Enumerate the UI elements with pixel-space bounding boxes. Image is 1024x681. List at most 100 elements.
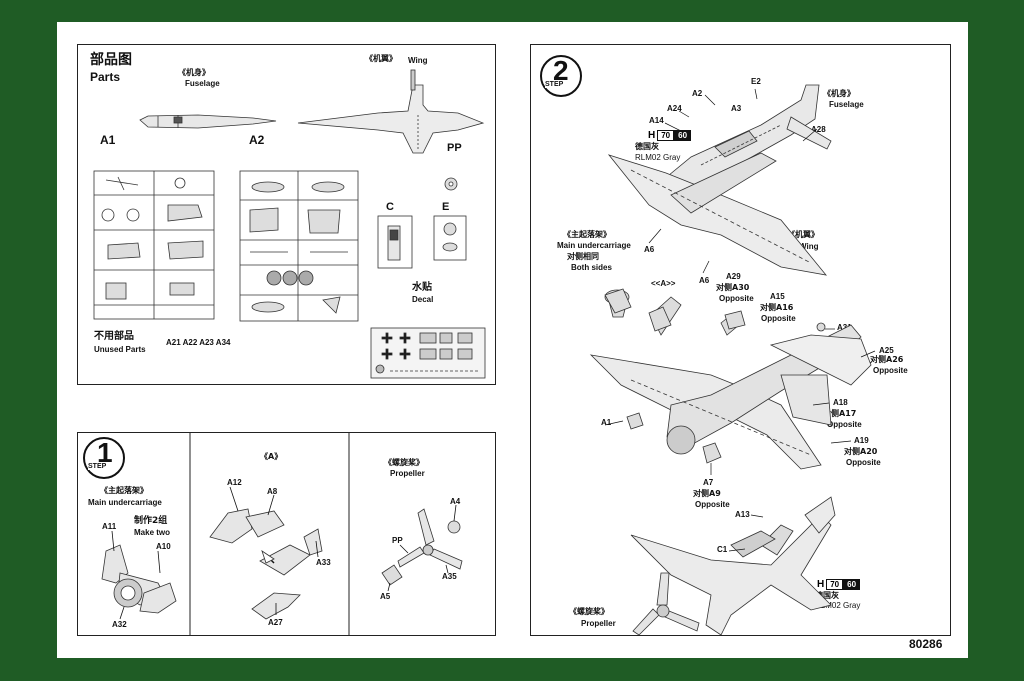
- fuselage-part-drawing: [139, 114, 277, 129]
- step1-number: 1: [97, 437, 113, 468]
- step1-badge: 1 STEP: [83, 437, 125, 479]
- main-assembly-drawing: [589, 324, 872, 470]
- step2-fuselage-cn: 《机身》: [823, 89, 855, 98]
- step2-color-en-top: RLM02 Gray: [635, 153, 681, 162]
- step2-label-a6-left: A6: [644, 245, 655, 254]
- step1-label-a11: A11: [102, 522, 117, 531]
- step2-undercarriage-en: Main undercarriage: [557, 241, 631, 250]
- step2-label-a28: A28: [811, 125, 826, 134]
- wing-part-drawing: [297, 69, 485, 154]
- fuselage-assembly-drawing: [662, 84, 832, 196]
- step2-opposite-a29: Opposite: [719, 294, 754, 303]
- step2-label-a2: A2: [692, 89, 703, 98]
- step1-label-a32: A32: [112, 620, 127, 629]
- step1-label-a10: A10: [156, 542, 171, 551]
- step2-both-sides-en: Both sides: [571, 263, 612, 272]
- color-n1: 70: [657, 130, 675, 141]
- step2-opposite-a15: Opposite: [761, 314, 796, 323]
- step2-label-a18: A18: [833, 398, 848, 407]
- step2-undercarriage-cn: 《主起落架》: [563, 230, 611, 239]
- step1-label-pp: PP: [392, 536, 403, 545]
- unused-label-en: Unused Parts: [94, 345, 146, 354]
- fuselage-label-en: Fuselage: [185, 79, 220, 88]
- step2-propeller-en: Propeller: [581, 619, 616, 628]
- step2-opposite-a25: Opposite: [873, 366, 908, 375]
- step2-label-a30-opp: 对侧A30: [716, 283, 750, 292]
- step1-make-two-en: Make two: [134, 528, 171, 537]
- color-n2: 60: [674, 130, 692, 141]
- step2-drawings: [589, 84, 876, 635]
- parts-title-en: Parts: [90, 70, 121, 84]
- step2-label-a6-right: A6: [699, 276, 710, 285]
- step2-label-e2: E2: [751, 77, 761, 86]
- footer-code: 80286: [909, 637, 943, 651]
- step2-label-a9-opp: 对侧A9: [693, 489, 721, 498]
- step2-label-a26-opp: 对侧A26: [870, 355, 904, 364]
- sub-a-drawing: [209, 486, 323, 620]
- step1-panel: 1 STEP 《主起落架》 Main undercarriage 制作2组 Ma…: [77, 432, 496, 636]
- step2-badge: 2 STEP: [540, 55, 582, 97]
- step1-dividers: [189, 433, 350, 635]
- step2-color-en-bottom: RLM02 Gray: [815, 601, 861, 610]
- unused-label-cn: 不用部品: [94, 331, 134, 342]
- parts-title-cn: 部品图: [90, 52, 132, 68]
- step2-label-a17-opp: 对侧A17: [823, 409, 857, 418]
- step1-label-a4: A4: [450, 497, 461, 506]
- step2-wing-en: Wing: [799, 242, 819, 251]
- step1-label-a35: A35: [442, 572, 457, 581]
- step2-label-a15: A15: [770, 292, 785, 301]
- step2-fuselage-en: Fuselage: [829, 100, 864, 109]
- wing-label-en: Wing: [408, 56, 428, 65]
- propeller-assembly-drawing: [632, 572, 700, 635]
- fuselage-label-cn: 《机身》: [178, 68, 210, 77]
- small-parts-step2: [604, 288, 826, 464]
- step1-undercarriage-en: Main undercarriage: [88, 498, 162, 507]
- step2-label-a13: A13: [735, 510, 750, 519]
- step2-label-a16-opp: 对侧A16: [760, 303, 794, 312]
- step2-color-cn-bottom: 德国灰: [815, 591, 839, 600]
- step2-label-a20-opp: 对侧A20: [844, 447, 878, 456]
- step2-color-cn-top: 德国灰: [635, 142, 659, 151]
- decal-label-cn: 水贴: [412, 282, 432, 293]
- wing-assembly-drawing: [607, 152, 827, 276]
- step2-label-a1: A1: [601, 418, 612, 427]
- step1-undercarriage-cn: 《主起落架》: [100, 486, 148, 495]
- step2-color-box-top: H 70 60: [648, 130, 692, 141]
- parts-drawings: [93, 69, 486, 379]
- step2-panel: 2 STEP 《机身》 Fuselage A2 E2 A24 A3 A14 A2…: [530, 44, 951, 636]
- part-c-label: C: [386, 201, 394, 213]
- color-h: H: [648, 130, 656, 141]
- step2-label-a24: A24: [667, 104, 682, 113]
- step2-label-a7: A7: [703, 478, 714, 487]
- step1-propeller-en: Propeller: [390, 469, 425, 478]
- step1-label-a27: A27: [268, 618, 283, 627]
- step2-label-a31: A31: [837, 323, 852, 332]
- step2-color-box-bottom: H 70 60: [817, 579, 861, 590]
- wing-label-cn: 《机翼》: [365, 54, 397, 63]
- part-pp-drawing: [444, 177, 458, 191]
- step2-label-a14: A14: [649, 116, 664, 125]
- part-pp-label: PP: [447, 142, 462, 154]
- color-n1-bottom: 70: [826, 579, 844, 590]
- step1-label-a33: A33: [316, 558, 331, 567]
- step1-make-two-cn: 制作2组: [134, 516, 168, 526]
- step2-opposite-a18: Opposite: [827, 420, 862, 429]
- color-h-bottom: H: [817, 579, 825, 590]
- instruction-sheet: 部品图 Parts 《机身》 Fuselage 《机翼》 Wing A1 A2 …: [57, 22, 968, 658]
- step1-label-a12: A12: [227, 478, 242, 487]
- step2-propeller-cn: 《螺旋桨》: [569, 607, 609, 616]
- step2-label-a3: A3: [731, 104, 742, 113]
- sprue-a1-drawing: [93, 170, 215, 320]
- sprue-a1-label: A1: [100, 133, 116, 147]
- step2-label-a19: A19: [854, 436, 869, 445]
- sprue-a2-drawing: [239, 170, 359, 322]
- step1-label-a5: A5: [380, 592, 391, 601]
- step2-label-a29: A29: [726, 272, 741, 281]
- step2-label-a25: A25: [879, 346, 894, 355]
- undercarriage-drawing: [101, 530, 177, 620]
- leader-lines: [604, 88, 876, 552]
- unused-parts-list: A21 A22 A23 A34: [166, 338, 231, 347]
- step2-sub-a-tag: <<A>>: [651, 279, 676, 288]
- color-n2-bottom: 60: [843, 579, 861, 590]
- step2-wing-cn: 《机翼》: [787, 230, 819, 239]
